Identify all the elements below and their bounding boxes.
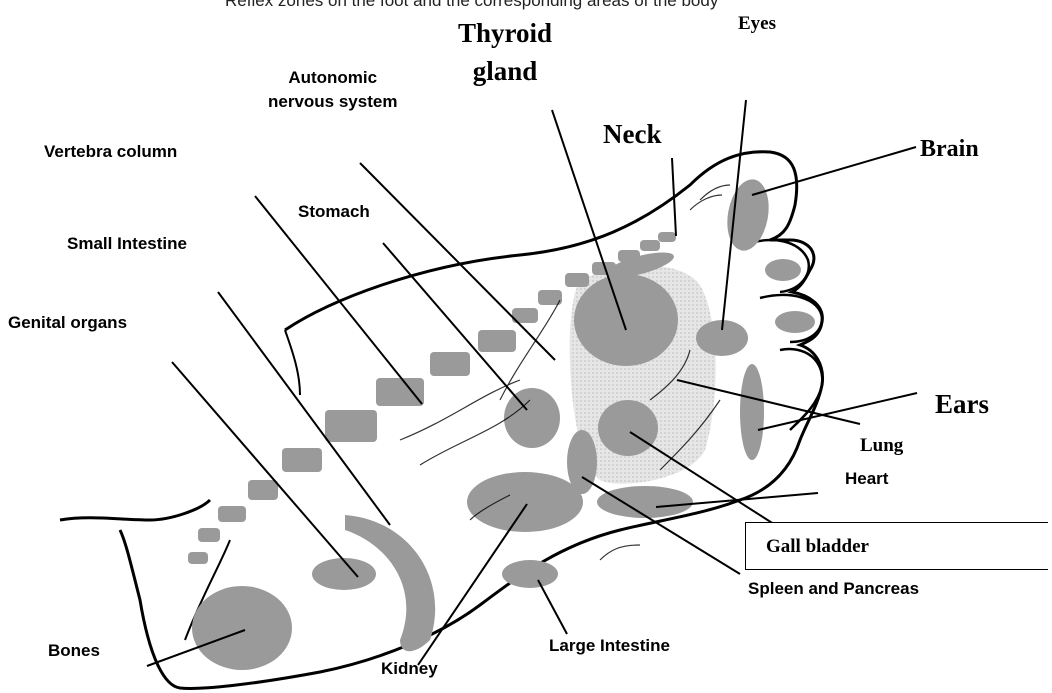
leader-genital [172,362,358,577]
stomach-zone [504,388,560,448]
leader-small-intestine [218,292,390,525]
bones-zone [192,586,292,670]
leader-large-intestine [538,580,567,634]
diagram-caption: Reflex zones on the foot and the corresp… [225,0,718,11]
label-eyes: Eyes [738,14,776,35]
thyroid-zone [574,274,678,366]
leader-vertebra [255,196,422,404]
vertebra-block [188,552,208,564]
vertebra-block [325,410,377,442]
label-large-intestine: Large Intestine [549,637,670,656]
label-neck: Neck [603,120,661,150]
gall-bladder-callout: Gall bladder [745,522,1048,570]
label-spleen-and-pancreas: Spleen and Pancreas [748,580,919,599]
label-heart: Heart [845,470,888,489]
label-vertebra-column: Vertebra column [44,143,177,162]
genital-zone [312,558,376,590]
kidney-zone [467,472,583,532]
brain-zone [722,176,774,254]
large-intestine-zone [502,560,558,588]
label-kidney: Kidney [381,660,438,679]
label-genital-organs: Genital organs [8,314,127,333]
vertebra-block [430,352,470,376]
vertebra-block [282,448,322,472]
vertebra-block [618,250,640,262]
toe-zone-3 [775,311,815,333]
vertebra-block [565,273,589,287]
vertebra-block [218,506,246,522]
vertebra-block [248,480,278,500]
label-small-intestine: Small Intestine [67,235,187,254]
heel-outline [60,500,210,520]
vertebra-block [376,378,424,406]
gall-bladder-zone [597,486,693,518]
label-bones: Bones [48,642,100,661]
vertebra-block [640,240,660,251]
label-autonomic-nervous-system: Autonomic nervous system [268,66,397,114]
label-thyroid-gland: Thyroid gland [458,14,552,90]
toe-4-outline [780,349,822,430]
toe-zone-2 [765,259,801,281]
label-ears: Ears [935,390,989,420]
ears-zone [740,364,764,460]
heart-zone [598,400,658,456]
vertebra-block [198,528,220,542]
leader-ears [758,393,917,430]
vertebra-block [658,232,676,242]
label-stomach: Stomach [298,203,370,222]
label-gall-bladder: Gall bladder [766,536,869,558]
vertebra-block [478,330,516,352]
label-brain: Brain [920,136,979,162]
label-lung: Lung [860,436,903,457]
